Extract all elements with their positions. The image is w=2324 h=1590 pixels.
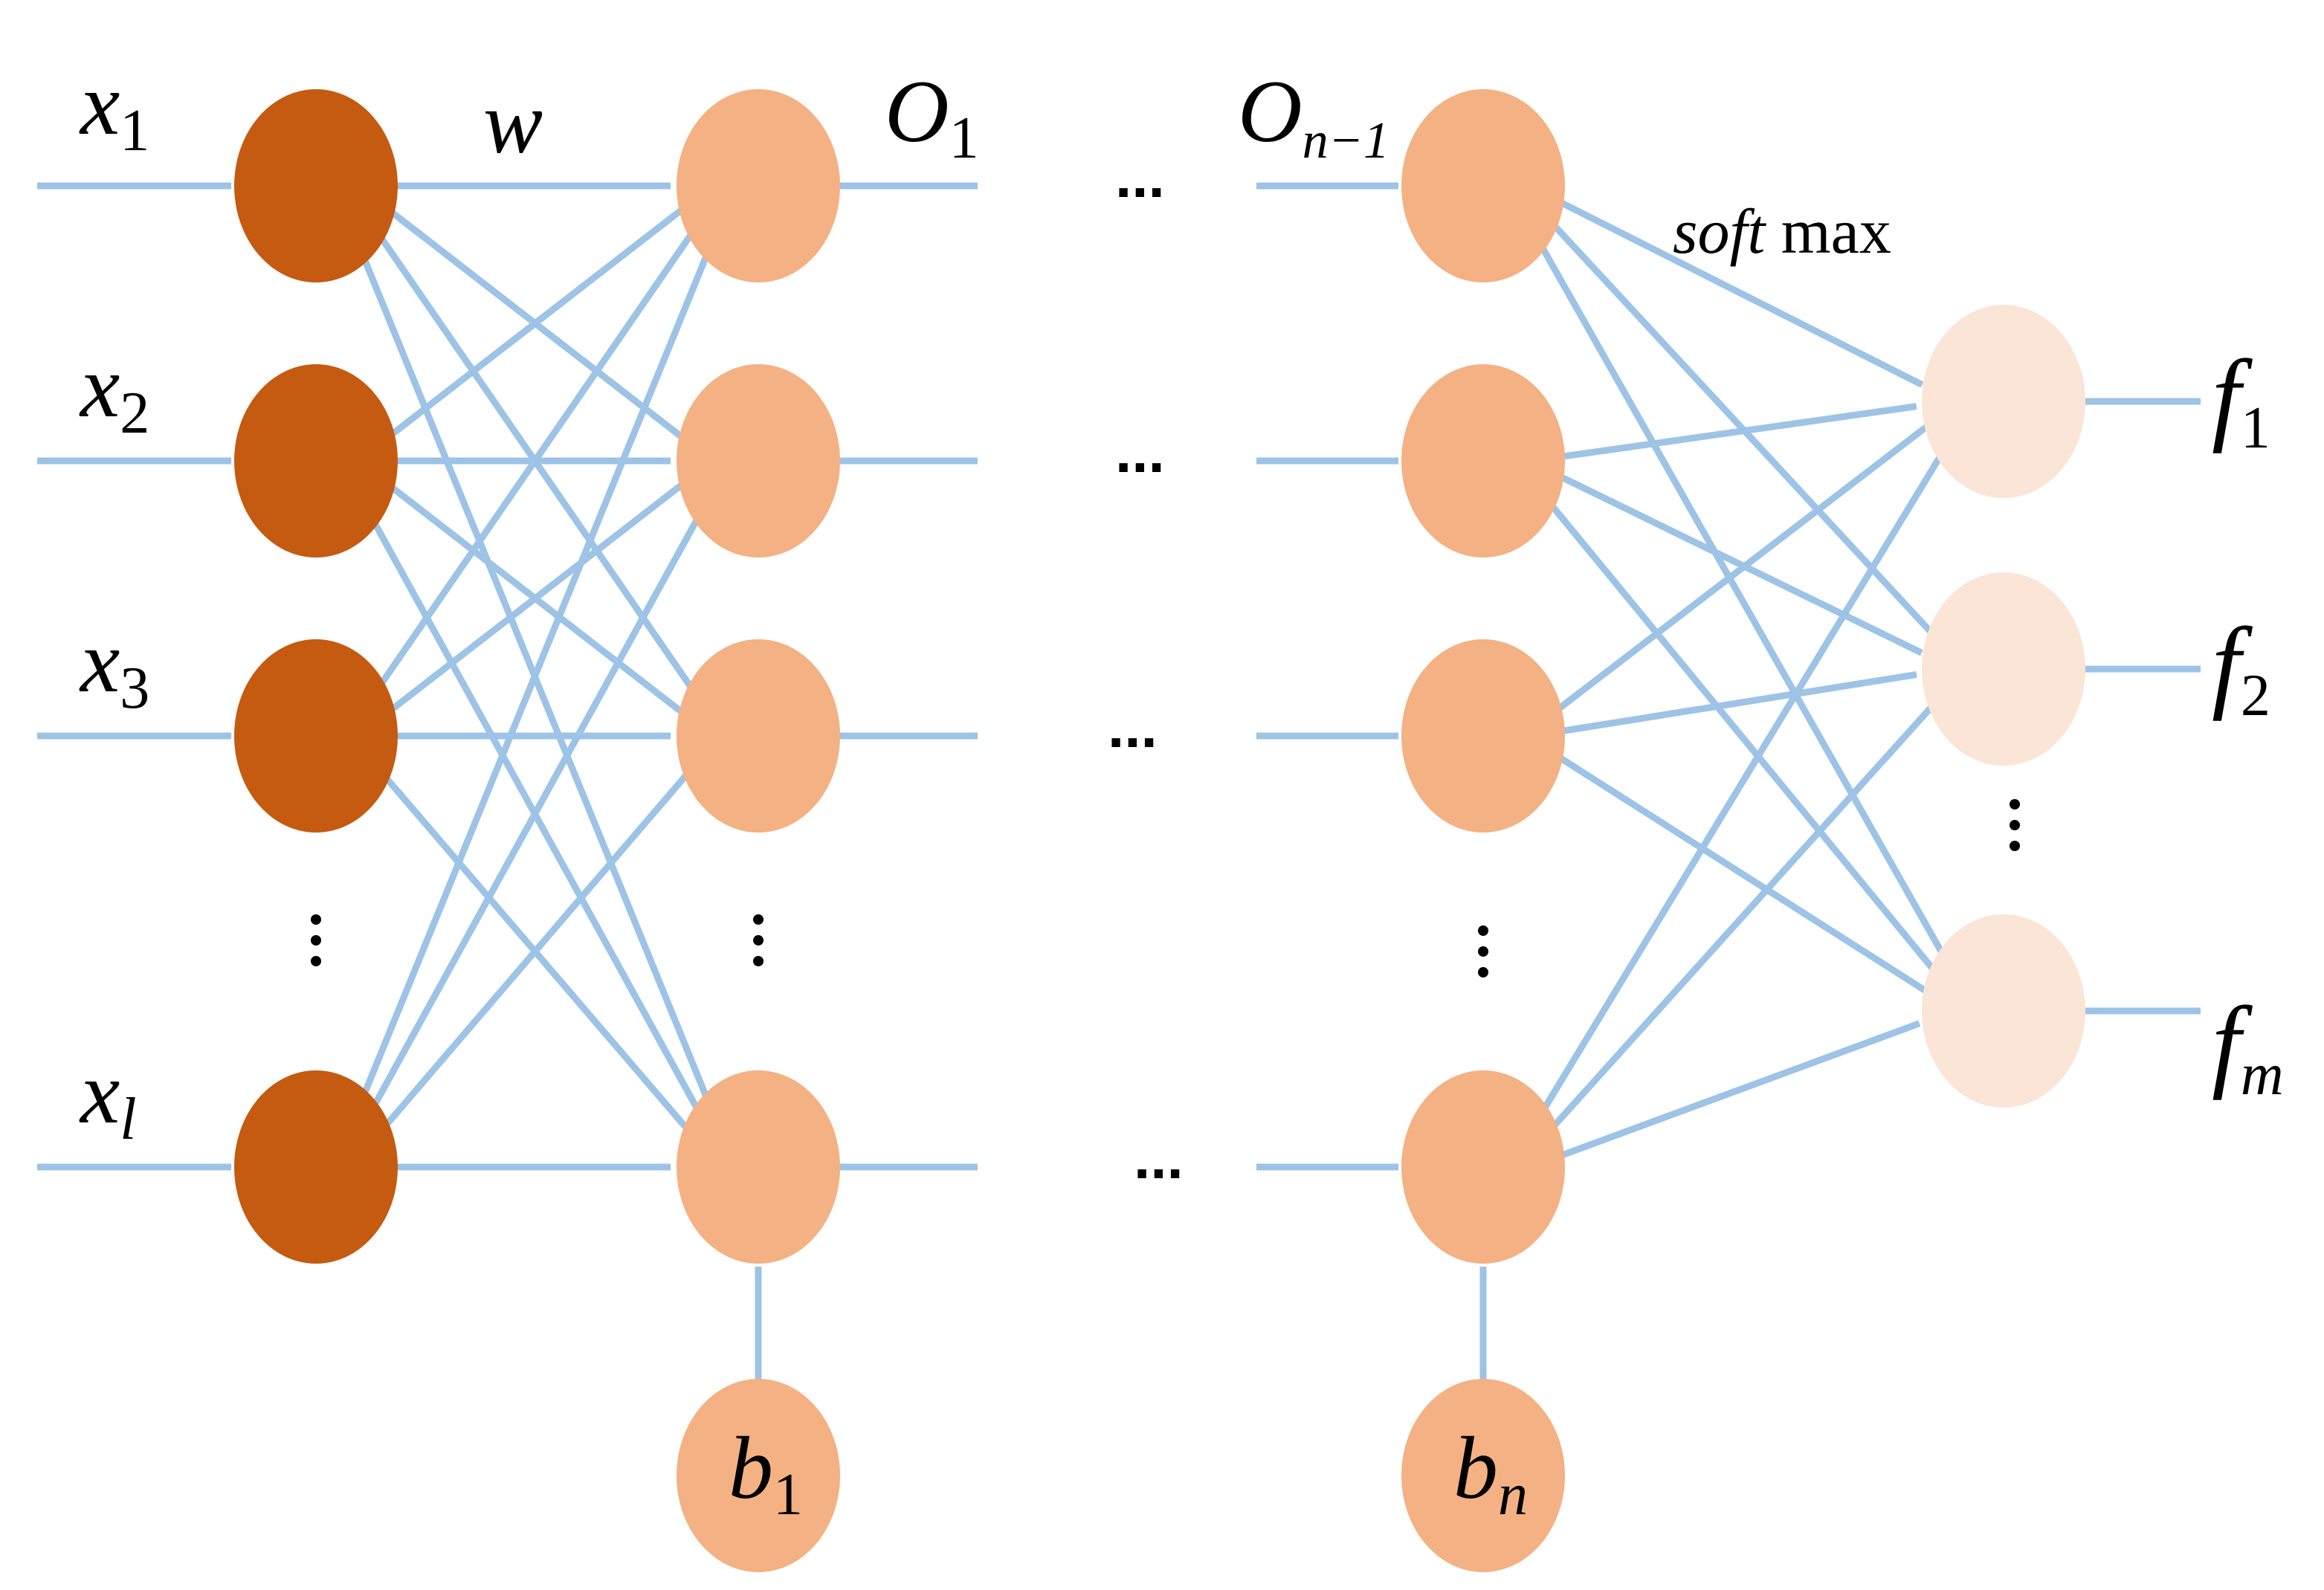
hdots-row-4: ... (1134, 1125, 1184, 1191)
hiddenn-node-1 (1401, 89, 1565, 282)
edge-hiddenn-2-to-output-3 (1535, 486, 1944, 982)
output-node-1 (1922, 305, 2085, 498)
input-label-x3-sub: 3 (120, 656, 149, 721)
edge-hiddenn-4-to-output-1 (1525, 436, 1955, 1137)
bias-node-1 (677, 1379, 840, 1572)
final-output-fm-sub: m (2241, 1042, 2284, 1108)
edge-hiddenn-1-to-output-3 (1523, 216, 1957, 976)
input-label-x1-base: x (79, 54, 120, 153)
edge-hiddenn-1-to-output-1 (1555, 197, 1924, 388)
input-label-xl-base: x (79, 1043, 120, 1142)
input-node-2 (234, 364, 398, 558)
hidden1-node-4 (677, 1070, 840, 1264)
vdots-output (2010, 799, 2020, 851)
output-label-o1-base: O (885, 62, 949, 161)
final-output-f2-sub: 2 (2241, 663, 2270, 728)
hidden1-node-2 (677, 364, 840, 558)
bias-label-bn-sub: n (1498, 1462, 1528, 1528)
edge-hiddenn-4-to-output-3 (1558, 1020, 1921, 1160)
hiddenn-node-2 (1401, 364, 1565, 558)
edge-input-3-to-hidden1-1 (363, 218, 704, 708)
vdots-hidden1-dot-2 (753, 935, 764, 946)
edge-input-2-to-hidden1-1 (381, 206, 685, 444)
vertical-ellipses (311, 799, 2020, 977)
input-node-4 (234, 1070, 398, 1264)
vdots-hidden1-dot-3 (753, 956, 764, 966)
horizontal-ellipses: ............ (1108, 143, 1184, 1191)
edge-hiddenn-2-to-output-1 (1562, 403, 1917, 460)
vdots-hiddenn (1478, 925, 1488, 977)
edge-hiddenn-1-to-output-2 (1539, 210, 1940, 642)
softmax-italic: soft (1673, 195, 1766, 267)
vdots-output-dot-2 (2010, 820, 2020, 830)
input-label-x3-base: x (79, 612, 120, 711)
input-label-x2-base: x (79, 337, 120, 436)
hdots-row-3: ... (1108, 694, 1158, 760)
hdots-row-1: ... (1115, 143, 1165, 210)
vdots-hidden1 (753, 914, 764, 966)
vdots-hiddenn-dot-2 (1478, 946, 1488, 957)
input-node-3 (234, 639, 398, 833)
input-label-x1: x1 (79, 54, 149, 164)
vdots-output-dot-1 (2010, 799, 2020, 809)
hiddenn-node-4 (1401, 1070, 1565, 1264)
final-output-f1-sub: 1 (2241, 395, 2270, 461)
edge-hiddenn-2-to-output-2 (1556, 472, 1923, 656)
output-label-on1: On−1 (1238, 62, 1389, 169)
bias-node-2 (1401, 1379, 1565, 1572)
bias-label-b1: b1 (729, 1418, 803, 1528)
input-label-x2: x2 (79, 337, 149, 446)
hidden1-node-1 (677, 89, 840, 282)
output-label-o1: O1 (885, 62, 979, 171)
input-label-x1-sub: 1 (120, 98, 149, 164)
edge-input-3-to-hidden1-2 (381, 481, 685, 719)
input-label-xl-sub: l (120, 1087, 136, 1152)
edges-layer (346, 182, 1957, 1171)
edge-hiddenn-4-to-output-2 (1538, 697, 1941, 1143)
edge-input-4-to-hidden1-2 (355, 496, 712, 1137)
final-output-f2: f2 (2212, 607, 2270, 728)
vdots-output-dot-3 (2010, 841, 2020, 851)
bias-label-bn: bn (1453, 1418, 1528, 1528)
vdots-hiddenn-dot-3 (1478, 967, 1488, 977)
hidden1-node-3 (677, 639, 840, 833)
vdots-input (311, 914, 321, 966)
vdots-input-dot-1 (311, 914, 321, 925)
bias-label-b1-base: b (729, 1418, 773, 1517)
edge-input-4-to-hidden1-1 (346, 224, 722, 1134)
vdots-input-dot-2 (311, 935, 321, 946)
final-output-fm: fm (2212, 986, 2284, 1108)
softmax-normal: max (1765, 195, 1891, 267)
bias-label-b1-sub: 1 (773, 1462, 803, 1528)
output-label-on1-base: O (1238, 62, 1303, 161)
final-output-f1: f1 (2212, 339, 2270, 461)
hdots-row-2: ... (1115, 418, 1165, 485)
hiddenn-node-3 (1401, 639, 1565, 833)
nodes-layer (234, 89, 2085, 1572)
weight-label: w (483, 73, 543, 172)
edge-hiddenn-3-to-output-3 (1552, 751, 1928, 994)
edge-hiddenn-3-to-output-1 (1548, 422, 1931, 718)
output-label-o1-sub: 1 (949, 106, 979, 171)
vdots-hidden1-dot-1 (753, 914, 764, 925)
output-node-3 (1922, 914, 2085, 1108)
output-label-on1-sub: n−1 (1303, 112, 1389, 169)
edge-hiddenn-3-to-output-2 (1562, 671, 1917, 734)
vdots-input-dot-3 (311, 956, 321, 966)
arrows-layer (37, 182, 2201, 1383)
vdots-hiddenn-dot-1 (1478, 925, 1488, 936)
input-label-x3: x3 (79, 612, 149, 721)
bias-label-bn-base: b (1453, 1418, 1498, 1517)
input-label-xl: xl (79, 1043, 137, 1152)
input-label-x2-sub: 2 (120, 381, 149, 446)
input-node-1 (234, 89, 398, 282)
softmax-label: soft max (1673, 195, 1891, 267)
output-node-2 (1922, 572, 2085, 766)
edge-input-4-to-hidden1-3 (370, 763, 697, 1143)
